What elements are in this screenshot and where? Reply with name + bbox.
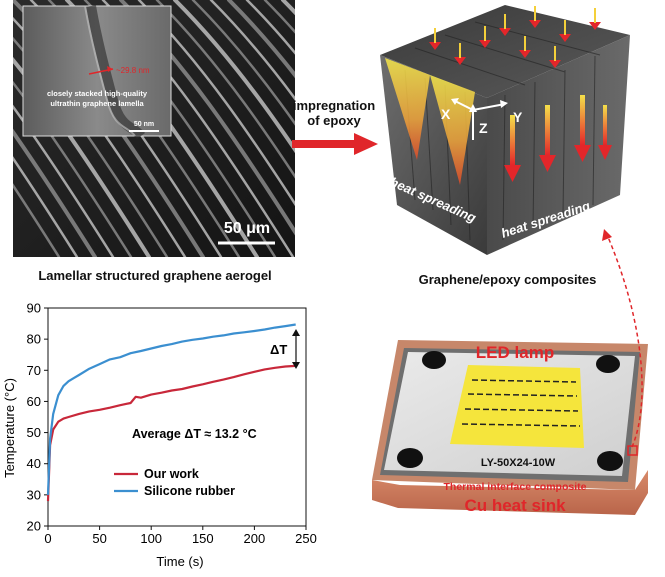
x-tick-label: 50 <box>92 531 106 546</box>
zoom-connector <box>602 229 643 448</box>
annotation-line-1: closely stacked high-quality <box>47 89 148 98</box>
chart-svg: 0 50 100 150 200 250 20 30 40 50 60 70 80 90 ΔT Avera… <box>2 301 317 570</box>
x-tick-label: 100 <box>140 531 162 546</box>
y-tick-label: 50 <box>27 425 41 440</box>
delta-t-label: ΔT <box>270 342 287 357</box>
x-tick-label: 150 <box>192 531 214 546</box>
y-tick-label: 80 <box>27 332 41 347</box>
process-label-1: impregnation <box>292 98 376 113</box>
cu-heat-sink <box>372 470 648 515</box>
chart-legend: Our work Silicone rubber <box>114 467 235 498</box>
sem-caption: Lamellar structured graphene aerogel <box>38 268 272 283</box>
axis-z-label: Z <box>479 120 488 136</box>
tem-inset: ~29.8 nm closely stacked high-quality ul… <box>22 5 172 140</box>
x-tick-label: 0 <box>44 531 51 546</box>
temperature-chart: 0 50 100 150 200 250 20 30 40 50 60 70 80 90 ΔT Avera… <box>0 298 330 572</box>
legend-label-our-work: Our work <box>144 467 199 481</box>
y-tick-label: 60 <box>27 394 41 409</box>
led-chip-traces <box>461 379 581 427</box>
x-axis-label: Time (s) <box>156 554 203 569</box>
led-illustration: LED lamp LY-50X24-10W Thermal interface … <box>372 340 648 515</box>
chip-label: LY-50X24-10W <box>481 457 556 469</box>
y-tick-label: 30 <box>27 487 41 502</box>
process-arrow-icon <box>292 133 378 155</box>
led-title: LED lamp <box>476 343 554 362</box>
main-scale-label: 50 μm <box>224 220 270 237</box>
y-tick-label: 20 <box>27 519 41 534</box>
tim-label: Thermal interface composite <box>444 481 587 493</box>
cube-illustration: X Y Z heat spreading heat spreading <box>380 5 630 255</box>
average-delta-annotation: Average ΔT ≈ 13.2 °C <box>132 427 257 441</box>
led-chip <box>450 365 584 448</box>
annotation-line-2: ultrathin graphene lamella <box>50 99 144 108</box>
heat-arrows <box>429 6 612 182</box>
mounting-holes <box>397 351 623 471</box>
axis-x-label: X <box>441 106 451 122</box>
cube-caption: Graphene/epoxy composites <box>418 272 597 287</box>
y-tick-label: 70 <box>27 363 41 378</box>
heat-cone-2 <box>430 75 475 185</box>
y-tick-label: 90 <box>27 301 41 316</box>
heat-sink-label: Cu heat sink <box>464 496 566 515</box>
process-label-2: of epoxy <box>307 113 361 128</box>
series-line-our-work <box>46 364 296 502</box>
process-step: impregnation of epoxy <box>284 98 384 158</box>
y-axis-label: Temperature (°C) <box>2 378 17 478</box>
legend-label-silicone: Silicone rubber <box>144 484 235 498</box>
axis-y-label: Y <box>513 109 523 125</box>
heat-cone-1 <box>385 58 430 160</box>
x-tick-label: 250 <box>295 531 317 546</box>
axis-triad <box>451 98 508 140</box>
sem-image-panel: ~29.8 nm closely stacked high-quality ul… <box>0 0 583 259</box>
delta-t-marker <box>292 329 300 369</box>
series-line-silicone-rubber <box>46 323 296 495</box>
composite-cube: X Y Z heat spreading heat spreading <box>375 0 635 260</box>
sem-micrograph: ~29.8 nm closely stacked high-quality ul… <box>0 0 583 259</box>
y-tick-label: 40 <box>27 456 41 471</box>
cube-top-face <box>380 5 630 98</box>
inset-scale-label: 50 nm <box>134 121 154 128</box>
x-tick-label: 200 <box>244 531 266 546</box>
led-assembly: LED lamp LY-50X24-10W Thermal interface … <box>370 330 665 572</box>
plot-frame <box>47 307 307 527</box>
thickness-label: ~29.8 nm <box>116 66 150 75</box>
